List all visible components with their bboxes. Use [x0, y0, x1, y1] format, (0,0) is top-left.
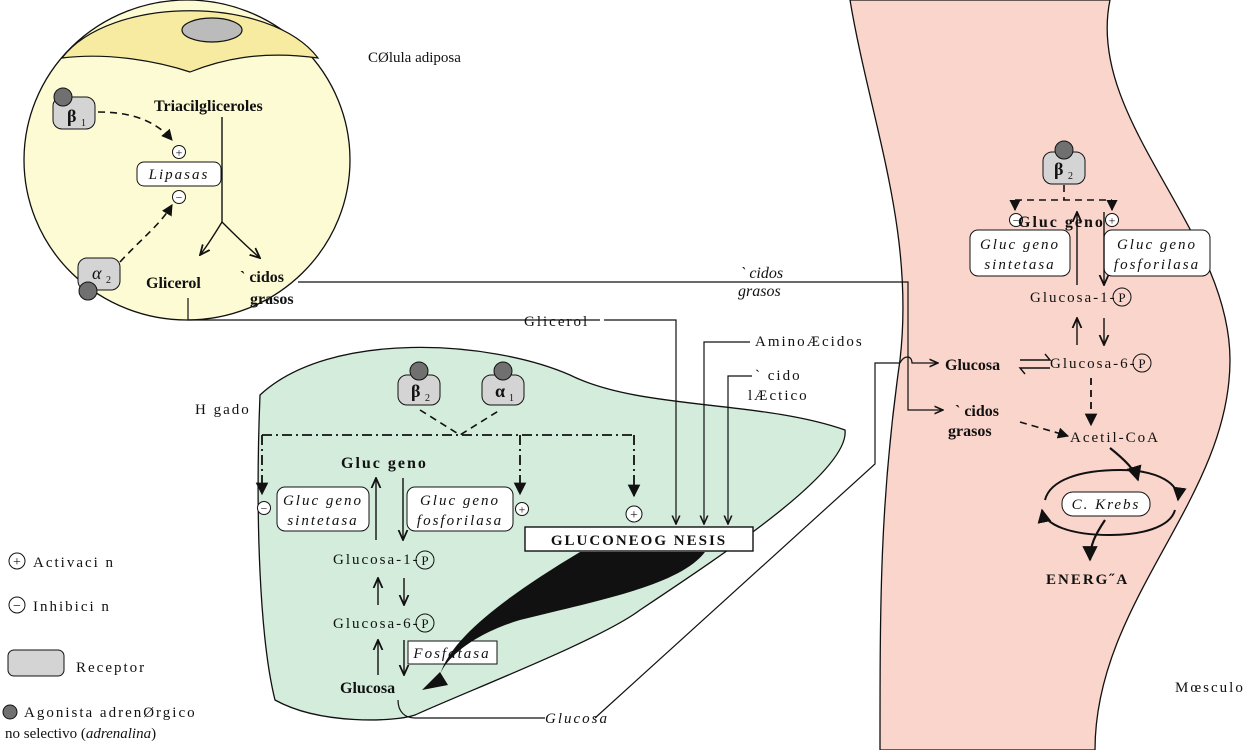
liver-glucose-label: Glucosa: [340, 680, 395, 697]
fatty-acids-cell-label-1: ` cidos: [240, 269, 284, 286]
lactic-acid-label-2: lÆctico: [748, 388, 809, 404]
aminoacids-label: AminoÆcidos: [755, 334, 864, 350]
muscle-label: Mœsculo: [1175, 680, 1245, 696]
cell-inhibition-sign: −: [176, 191, 183, 205]
glycerol-label: Glicerol: [146, 275, 201, 292]
glycerol-transport-label: Glicerol: [524, 314, 589, 330]
legend-activation: Activaci n: [33, 555, 115, 571]
muscle-glucose6p-phosphate: P: [1138, 356, 1145, 371]
muscle-phosphorylase-label-2: fosforilasa: [1114, 257, 1200, 273]
fatty-acids-transport-2: grasos: [738, 283, 781, 300]
liver-alpha-symbol: α: [495, 381, 505, 401]
gluconeogenesis-label: GLUCONEOG NESIS: [551, 533, 727, 549]
liver-glycogen-label: Gluc geno: [341, 455, 428, 472]
lactic-acid-label-1: ` cido: [755, 368, 802, 384]
muscle-beta-sub: 2: [1068, 171, 1073, 182]
legend-inhibition: Inhibici n: [33, 599, 111, 615]
legend-agonist-1: Agonista adrenØrgico: [24, 705, 197, 721]
triacylglycerols-label: Triacilgliceroles: [154, 98, 263, 115]
adipose-cell-label: CØlula adiposa: [368, 50, 461, 66]
legend-plus-icon: +: [13, 555, 21, 570]
liver-glucose6p-phosphate: P: [421, 616, 428, 631]
muscle-shape: [849, 0, 1231, 750]
liver-glucose6p-label: Glucosa-6-: [333, 616, 420, 632]
liver-phosphorylase-label-2: fosforilasa: [417, 513, 503, 529]
liver-synthase-label-1: Gluc geno: [283, 493, 363, 509]
receptor-beta2-liver: [397, 361, 441, 406]
liver-activation-sign: +: [519, 503, 526, 517]
muscle-glucose-label: Glucosa: [945, 357, 1000, 374]
liver-label: H gado: [195, 402, 251, 418]
fatty-acids-transport-1: ` cidos: [740, 265, 783, 282]
liver-alpha-sub: 1: [509, 393, 514, 404]
receptor-beta1-sub: 1: [81, 118, 86, 129]
legend-receptor: Receptor: [76, 660, 146, 676]
receptor-alpha1-liver: [481, 361, 525, 406]
liver-glucose1p-phosphate: P: [421, 553, 428, 568]
gluconeogenesis-activation-sign: +: [630, 508, 638, 523]
muscle-synthase-label-2: sintetasa: [984, 257, 1055, 273]
muscle-fatty-acids-label-2: grasos: [948, 423, 992, 440]
adipose-cell: [23, 0, 351, 321]
liver-glucose1p-label: Glucosa-1-: [333, 552, 420, 568]
muscle-glucose1p-phosphate: P: [1118, 290, 1125, 305]
receptor-alpha2-symbol: α: [92, 263, 102, 283]
lipasas-label: Lipasas: [148, 167, 210, 183]
muscle-fatty-acids-label-1: ` cidos: [955, 403, 999, 420]
glucose-transport-label: Glucosa: [545, 711, 609, 727]
legend: + Activaci n − Inhibici n Receptor Agoni…: [2, 552, 197, 742]
muscle-activation-sign: +: [1109, 214, 1116, 228]
energy-label: ENERG˝A: [1046, 572, 1129, 588]
receptor-alpha2: [77, 257, 121, 301]
legend-agonist-icon: [2, 704, 18, 720]
legend-agonist-2: no selectivo (adrenalina): [5, 726, 156, 742]
cell-activation-sign: +: [176, 146, 183, 160]
liver-synthase-label-2: sintetasa: [287, 513, 358, 529]
muscle-inhibition-sign: −: [1013, 214, 1020, 228]
muscle-glucose1p-label: Glucosa-1-: [1030, 290, 1117, 306]
liver-beta-symbol: β: [411, 381, 420, 401]
muscle-glucose6p-label: Glucosa-6-: [1050, 356, 1137, 372]
fatty-acids-cell-label-2: grasos: [250, 291, 294, 308]
liver-phosphorylase-label-1: Gluc geno: [420, 493, 500, 509]
acetyl-coa-label: Acetil-CoA: [1070, 430, 1160, 446]
receptor-beta2-muscle: [1042, 140, 1086, 185]
legend-receptor-icon: [7, 649, 65, 677]
liver-inhibition-sign: −: [261, 502, 268, 516]
muscle-phosphorylase-label-1: Gluc geno: [1117, 237, 1197, 253]
krebs-label: C. Krebs: [1072, 497, 1141, 513]
muscle-beta-symbol: β: [1054, 159, 1063, 179]
receptor-beta1-symbol: β: [67, 106, 76, 126]
legend-minus-icon: −: [13, 599, 21, 614]
receptor-alpha2-sub: 2: [106, 275, 111, 286]
liver-beta-sub: 2: [425, 393, 430, 404]
receptor-beta1: [52, 87, 96, 130]
muscle-synthase-label-1: Gluc geno: [980, 237, 1060, 253]
muscle-glycogen-label: Gluc geno: [1018, 214, 1105, 231]
